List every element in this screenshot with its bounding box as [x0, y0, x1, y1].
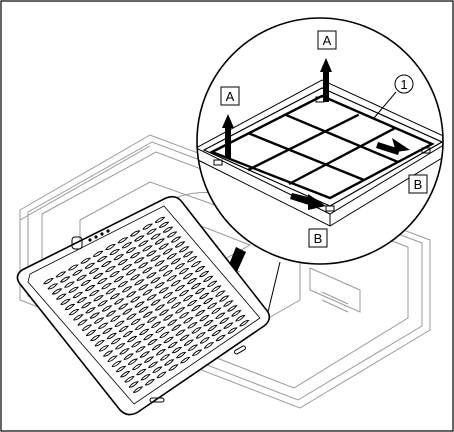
grille-slot-row	[94, 275, 214, 347]
arrow-slide-bottom	[290, 193, 326, 210]
grille-slot-row	[120, 305, 238, 378]
grille-slot-row	[103, 285, 222, 357]
label-b-right: B	[408, 174, 428, 194]
zoom-leader-right	[267, 261, 281, 313]
grille-slot-row	[68, 246, 190, 316]
grille-slot-row	[43, 216, 166, 285]
callout-1-number: 1	[400, 77, 407, 92]
grille-slot-row	[132, 319, 250, 393]
grille-slot-row	[111, 295, 230, 368]
label-a-top: A	[317, 30, 337, 50]
grille-slot-row	[56, 231, 178, 300]
label-b-bottom: B	[308, 228, 328, 248]
grille-slot-row	[115, 300, 234, 373]
label-a-left-text: A	[226, 89, 235, 104]
label-b-bottom-text: B	[314, 231, 323, 246]
grille-slot-row	[77, 256, 198, 326]
label-b-right-text: B	[414, 177, 423, 192]
front-grille	[16, 195, 271, 416]
grille-slot-row	[64, 241, 186, 311]
grille-slot-row	[98, 280, 218, 352]
callout-1: 1	[394, 74, 414, 94]
grille-slot-row	[128, 315, 246, 388]
grille-slot-row	[60, 236, 182, 305]
grille-slot-row	[85, 265, 206, 337]
grille-slot-row	[124, 310, 242, 383]
grille-slot-row	[73, 251, 194, 321]
filter-element	[209, 94, 435, 200]
grille-slot-row	[47, 221, 170, 290]
grille-slot-row	[90, 270, 210, 342]
arrow-up-right	[320, 58, 332, 102]
indicator-lights	[71, 229, 110, 250]
grille-slot-row	[81, 261, 202, 331]
grille-slot-row	[51, 226, 174, 295]
callout-1-leader	[373, 91, 397, 119]
zoom-circle	[196, 17, 444, 265]
label-a-left: A	[220, 86, 240, 106]
label-a-top-text: A	[323, 33, 332, 48]
arrow-up-left	[222, 114, 234, 158]
arrow-slide-right	[376, 138, 410, 155]
grille-slot-row	[107, 290, 226, 362]
